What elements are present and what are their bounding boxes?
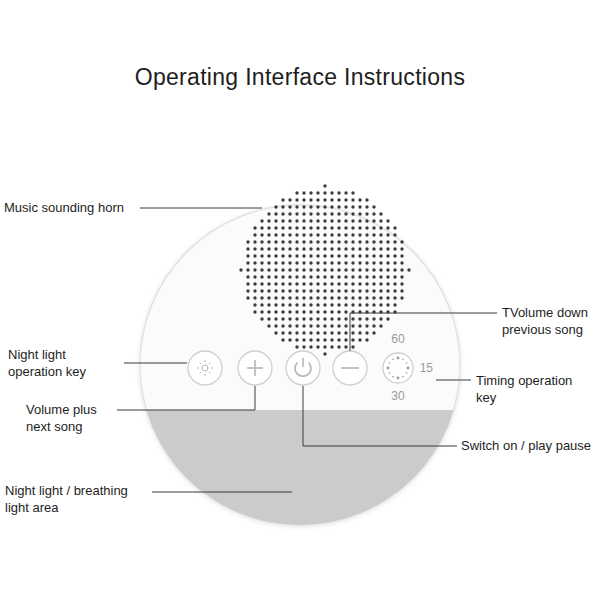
callout-label: Switch on / play pause [461, 437, 595, 454]
light-area [130, 410, 470, 600]
timer-number: 60 [391, 333, 404, 346]
leader-lines [117, 208, 497, 492]
volume-plus-button [238, 351, 272, 385]
speaker-grille [239, 184, 410, 355]
callout-label: Night light / breathing light area [5, 482, 151, 516]
volume-down-button [333, 351, 367, 385]
callout-label: Night light operation key [8, 346, 120, 380]
callout-label: Music sounding horn [4, 199, 139, 216]
diagram-title: Operating Interface Instructions [0, 64, 600, 91]
callout-label: TVolume down previous song [502, 304, 598, 338]
night-light-button [188, 351, 222, 385]
timer-number: 15 [420, 362, 433, 375]
timer-number: 30 [391, 390, 404, 403]
callout-label: Timing operation key [476, 372, 596, 406]
callout-label: Volume plus next song [26, 401, 118, 435]
power-button [286, 351, 320, 385]
timer-dial: 60 15 30 [363, 333, 433, 403]
